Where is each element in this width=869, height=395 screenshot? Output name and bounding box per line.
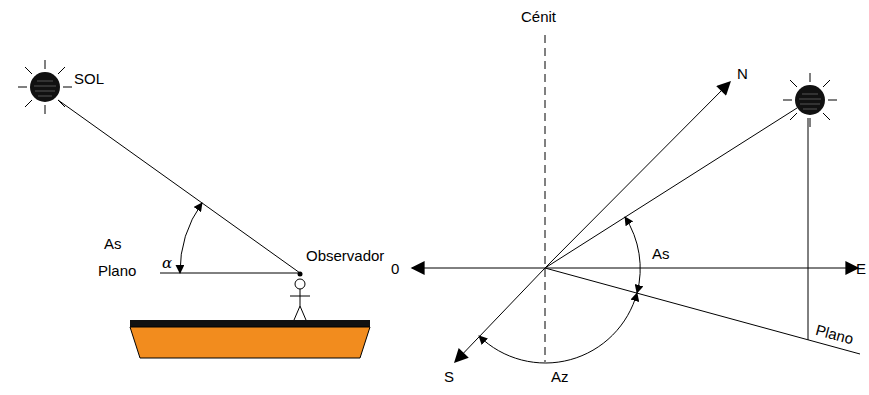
altitude-arc <box>180 203 202 273</box>
sun-symbol <box>783 73 837 127</box>
observer-label: Observador <box>306 248 384 263</box>
sun-projection <box>808 118 809 340</box>
east-west-axis <box>412 268 858 269</box>
zenith-label: Cénit <box>521 9 556 24</box>
sun-ray <box>545 108 797 268</box>
zenith-axis <box>545 35 546 362</box>
ground-surface <box>130 320 370 327</box>
observer-point <box>298 272 303 277</box>
angle-symbol: α <box>162 256 172 271</box>
horizontal-plane <box>160 273 300 274</box>
north-axis <box>545 82 730 268</box>
observer-figure <box>290 279 310 320</box>
plane-projection <box>545 268 860 354</box>
plane-label: Plano <box>98 263 136 278</box>
sun-ray <box>58 100 300 273</box>
south-axis <box>455 268 545 362</box>
west-label: 0 <box>391 261 399 276</box>
ground-block <box>130 327 370 358</box>
azimuth-arc <box>479 293 637 363</box>
sun-label: SOL <box>74 71 104 86</box>
angle-label: As <box>104 236 122 251</box>
south-label: S <box>444 369 454 384</box>
north-label: N <box>737 66 748 81</box>
altitude-arc <box>625 217 640 293</box>
angle-label: As <box>652 246 670 261</box>
azimuth-label: Az <box>551 369 569 384</box>
east-label: E <box>856 261 866 276</box>
sun-symbol <box>18 60 72 114</box>
